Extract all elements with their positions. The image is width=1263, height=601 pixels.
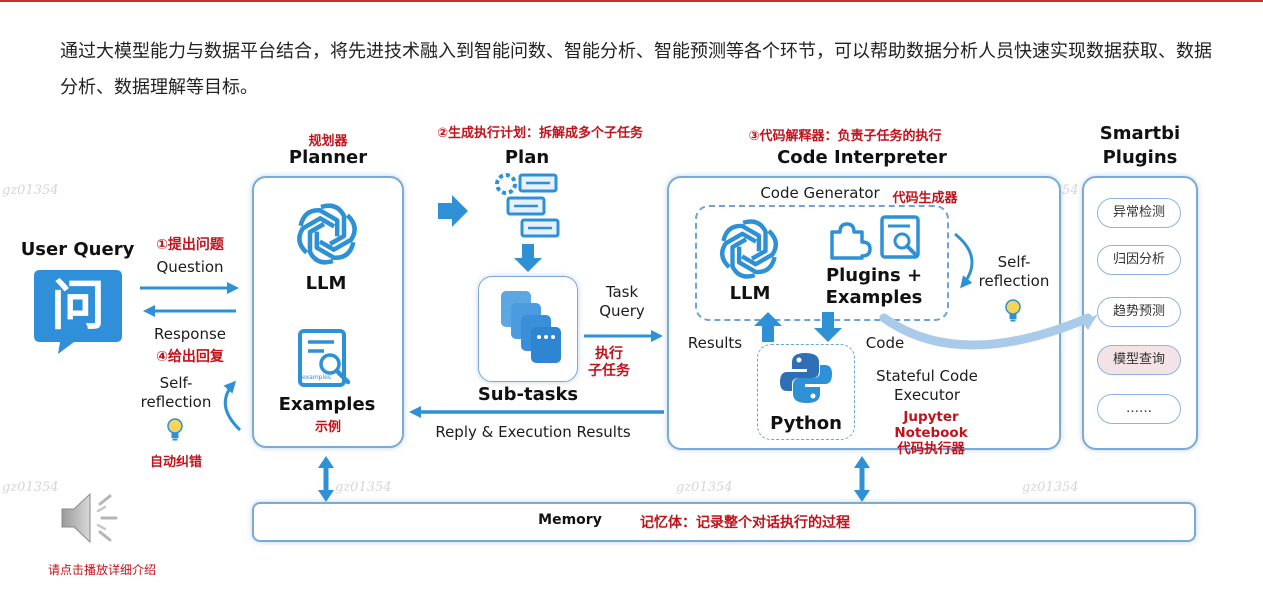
top-rule — [0, 0, 1263, 2]
openai-icon — [293, 200, 361, 268]
python-label: Python — [770, 413, 842, 434]
examples-icon: examples — [296, 328, 358, 390]
plugin-item-model-query[interactable]: 模型查询 — [1097, 345, 1181, 375]
plugin-item-more[interactable]: …… — [1097, 394, 1181, 424]
memory-zh-label: 记忆体：记录整个对话执行的过程 — [640, 515, 850, 531]
planner-examples-label: Examples — [278, 394, 376, 415]
plugin-item-anomaly[interactable]: 异常检测 — [1097, 198, 1181, 228]
planner-llm-label: LLM — [305, 273, 347, 294]
plugin-item-trend[interactable]: 趋势预测 — [1097, 297, 1181, 327]
memory-label: Memory — [538, 512, 602, 528]
results-label: Results — [687, 334, 743, 352]
plugins-label: Plugins + Examples — [825, 265, 923, 308]
plan-title: Plan — [504, 147, 550, 168]
step4-label: ④给出回复 — [156, 349, 224, 365]
user-query-title: User Query — [20, 239, 135, 260]
subtasks-label: Sub-tasks — [477, 384, 579, 405]
watermark: gz01354 — [1022, 480, 1079, 495]
planner-title-zh: 规划器 — [308, 134, 348, 149]
jupyter-label: Jupyter Notebook 代码执行器 — [894, 409, 968, 457]
reply-label: Reply & Execution Results — [435, 423, 631, 441]
intro-paragraph: 通过大模型能力与数据平台结合，将先进技术融入到智能问数、智能分析、智能预测等各个… — [60, 41, 1212, 98]
memory-bar — [252, 502, 1196, 542]
plan-icon — [492, 170, 564, 242]
subtasks-box — [478, 276, 578, 382]
watermark: gz01354 — [335, 480, 392, 495]
plugins-icon — [826, 214, 926, 260]
watermark: gz01354 — [2, 183, 59, 198]
examples-icon-tag: examples — [302, 374, 331, 381]
python-icon — [778, 350, 834, 406]
audio-hint[interactable]: 请点击播放详细介绍 — [48, 563, 157, 577]
smartbi-box: 异常检测 归因分析 趋势预测 模型查询 …… — [1082, 176, 1198, 450]
user-query-icon: 问 — [34, 270, 122, 354]
self-reflection-label: Self- reflection — [140, 374, 212, 411]
step3-label: ③代码解释器：负责子任务的执行 — [748, 129, 942, 144]
planner-examples-zh: 示例 — [314, 420, 341, 435]
code-label: Code — [865, 334, 905, 352]
response-label: Response — [153, 325, 227, 343]
step1-label: ①提出问题 — [156, 237, 224, 253]
stateful-executor-label: Stateful Code Executor — [876, 367, 978, 404]
auto-fix-label: 自动纠错 — [149, 455, 202, 470]
lightbulb-icon — [164, 416, 186, 442]
plugin-item-attribution[interactable]: 归因分析 — [1097, 245, 1181, 275]
speaker-icon[interactable] — [58, 490, 128, 546]
code-interpreter-box — [667, 176, 1061, 450]
watermark: gz01354 — [676, 480, 733, 495]
code-generator-label: Code Generator — [760, 184, 880, 202]
planner-title: Planner — [288, 147, 368, 168]
lightbulb-icon — [1002, 297, 1024, 323]
question-glyph: 问 — [51, 274, 105, 337]
task-query-zh: 执行 子任务 — [588, 346, 630, 379]
task-query-label: Task Query — [599, 283, 645, 320]
code-generator-zh: 代码生成器 — [892, 191, 958, 206]
watermark: gz01354 — [2, 480, 59, 495]
step2-label: ②生成执行计划：拆解成多个子任务 — [436, 126, 643, 141]
code-interpreter-title: Code Interpreter — [777, 147, 947, 168]
code-llm-label: LLM — [729, 283, 771, 304]
smartbi-title: Smartbi Plugins — [1099, 123, 1181, 168]
openai-icon — [716, 216, 782, 282]
code-self-reflection-label: Self- reflection — [978, 253, 1050, 290]
question-label: Question — [156, 258, 224, 276]
python-box — [757, 344, 855, 440]
